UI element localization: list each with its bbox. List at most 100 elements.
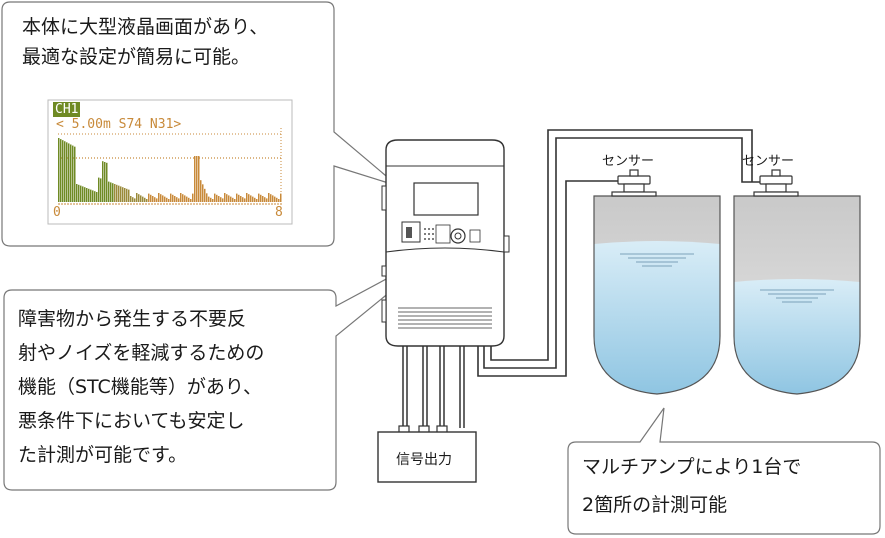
lcd-waveform-bar bbox=[248, 194, 250, 202]
lcd-waveform-bar bbox=[70, 144, 72, 202]
lcd-waveform-bar bbox=[252, 196, 254, 202]
lcd-waveform-bar bbox=[68, 143, 70, 202]
lcd-waveform-bar bbox=[236, 193, 238, 202]
lcd-waveform-bar bbox=[182, 194, 184, 202]
lcd-waveform-bar bbox=[262, 196, 264, 202]
lcd-waveform-bar bbox=[180, 193, 182, 202]
lcd-waveform-bar bbox=[276, 197, 278, 202]
lcd-waveform-bar bbox=[134, 198, 136, 202]
lcd-waveform-bar bbox=[188, 197, 190, 202]
lcd-waveform-bar bbox=[90, 189, 92, 202]
lcd-waveform-bar bbox=[194, 156, 196, 202]
amplifier-device bbox=[381, 139, 510, 347]
lcd-waveform-bar bbox=[138, 194, 140, 202]
lcd-waveform-bar bbox=[256, 199, 258, 202]
lcd-waveform-bar bbox=[202, 184, 204, 202]
lcd-waveform-bar bbox=[280, 193, 282, 202]
lcd-waveform-bar bbox=[226, 194, 228, 202]
lcd-waveform-bar bbox=[58, 138, 60, 202]
lcd-waveform-bar bbox=[224, 193, 226, 202]
sensor-2-device bbox=[753, 169, 799, 197]
lcd-waveform-bar bbox=[140, 195, 142, 202]
lcd-waveform-bar bbox=[198, 156, 200, 202]
lcd-axis-start: 0 bbox=[53, 205, 61, 220]
lcd-waveform-bar bbox=[142, 196, 144, 202]
tank-2 bbox=[733, 195, 861, 395]
lcd-channel: CH1 bbox=[53, 102, 81, 117]
lcd-waveform-bar bbox=[84, 187, 86, 202]
lcd-waveform-bar bbox=[240, 196, 242, 202]
lcd-waveform-bar bbox=[170, 193, 172, 202]
lcd-waveform-bar bbox=[258, 193, 260, 202]
lcd-waveform-bar bbox=[76, 184, 78, 202]
lcd-waveform-bar bbox=[278, 199, 280, 202]
tank-1-liquid bbox=[594, 241, 720, 394]
lcd-waveform-bar bbox=[60, 139, 62, 202]
lcd-waveform-bar bbox=[172, 194, 174, 202]
lcd-waveform-bar bbox=[166, 197, 168, 202]
lcd-waveform-bar bbox=[238, 194, 240, 202]
output-wires bbox=[402, 346, 465, 428]
lcd-waveform-bar bbox=[108, 181, 110, 202]
callout-left-line5: た計測が可能です。 bbox=[18, 444, 188, 466]
lcd-waveform-bar bbox=[220, 197, 222, 202]
lcd-waveform-bar bbox=[122, 187, 124, 202]
lcd-waveform-bar bbox=[100, 178, 102, 202]
lcd-waveform-bar bbox=[78, 184, 80, 202]
callout-bottom-bubble bbox=[567, 407, 881, 535]
lcd-waveform-bar bbox=[72, 145, 74, 202]
sensor-1-device bbox=[611, 169, 657, 197]
lcd-waveform-bar bbox=[110, 182, 112, 202]
lcd-waveform-bar bbox=[164, 196, 166, 202]
lcd-waveform-bar bbox=[150, 194, 152, 202]
lcd-waveform-bar bbox=[114, 184, 116, 202]
lcd-waveform-bar bbox=[192, 193, 194, 202]
lcd-waveform-bar bbox=[136, 193, 138, 202]
lcd-waveform-bar bbox=[274, 196, 276, 202]
lcd-waveform-bar bbox=[152, 196, 154, 202]
sensor-label-2: センサー bbox=[742, 154, 795, 169]
lcd-waveform-bar bbox=[234, 199, 236, 202]
lcd-waveform-bar bbox=[208, 196, 210, 202]
keypad-dots bbox=[424, 228, 434, 240]
lcd-waveform-bar bbox=[64, 141, 66, 202]
lcd-waveform-bar bbox=[144, 197, 146, 202]
lcd-waveform-bar bbox=[80, 185, 82, 202]
lcd-waveform-bar bbox=[102, 161, 104, 202]
lcd-waveform-bar bbox=[118, 185, 120, 202]
lcd-waveform-bar bbox=[66, 142, 68, 202]
lcd-waveform-bar bbox=[104, 162, 106, 202]
lcd-waveform-bar bbox=[218, 196, 220, 202]
callout-bottom-line2: 2箇所の計測可能 bbox=[582, 494, 728, 516]
lcd-waveform-bar bbox=[246, 193, 248, 202]
lcd-waveform-bar bbox=[156, 198, 158, 202]
lcd-waveform-bar bbox=[230, 196, 232, 202]
lcd-waveform-bar bbox=[168, 199, 170, 202]
sensor-cables bbox=[477, 129, 762, 377]
callout-top-line1: 本体に大型液晶画面があり、 bbox=[22, 16, 269, 38]
lcd-waveform-bar bbox=[132, 197, 134, 202]
lcd-waveform-bar bbox=[158, 193, 160, 202]
lcd-waveform-bar bbox=[96, 192, 98, 202]
lcd-waveform-bar bbox=[160, 194, 162, 202]
lcd-waveform-bar bbox=[190, 199, 192, 202]
lcd-waveform-bar bbox=[232, 197, 234, 202]
lcd-header-row: CH1 bbox=[53, 102, 81, 117]
lcd-waveform-bar bbox=[228, 195, 230, 202]
lcd-waveform-bar bbox=[214, 193, 216, 202]
sensor-label-1: センサー bbox=[602, 154, 655, 169]
lcd-waveform-bar bbox=[130, 196, 132, 202]
lcd-header: < 5.00m S74 N31> bbox=[56, 117, 182, 132]
lcd-waveform-bar bbox=[154, 197, 156, 202]
lcd-screen bbox=[47, 99, 293, 225]
lcd-axis-end: 8 bbox=[275, 205, 283, 220]
signal-output-label: 信号出力 bbox=[396, 452, 452, 468]
callout-left-line2: 射やノイズを軽減するための bbox=[18, 342, 265, 364]
callout-top-line2: 最適な設定が簡易に可能。 bbox=[22, 46, 251, 68]
lcd-waveform-bar bbox=[88, 188, 90, 202]
signal-output-box bbox=[377, 431, 477, 483]
lcd-waveform-bar bbox=[210, 197, 212, 202]
lcd-waveform-bar bbox=[260, 194, 262, 202]
lcd-waveform-bar bbox=[268, 193, 270, 202]
